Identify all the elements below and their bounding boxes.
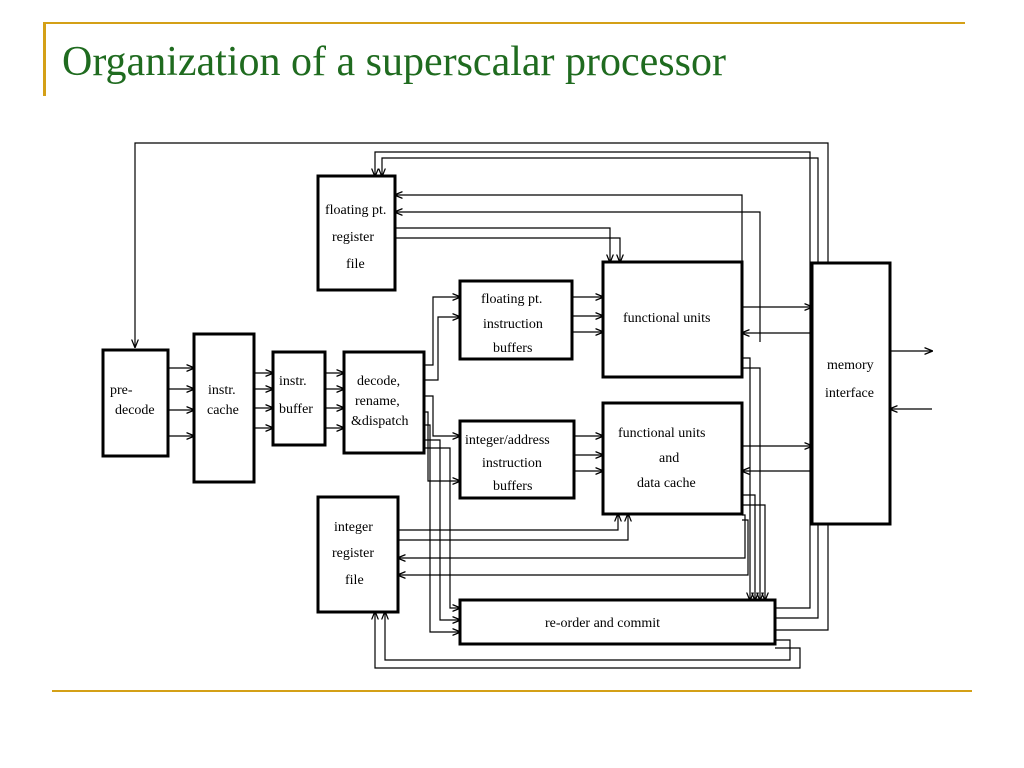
decode-label-2: &dispatch <box>351 414 409 429</box>
title-accent-line <box>43 22 965 24</box>
wire-dec-reorder-1 <box>424 424 460 632</box>
reorder-commit-label-0: re-order and commit <box>545 616 660 631</box>
wire-reorder-intreg-2 <box>375 612 801 669</box>
wire-fpreg-fu-1 <box>395 227 610 262</box>
wire-intfu-reorder-2 <box>742 504 765 600</box>
fp-instruction-buffers-label-1: instruction <box>483 317 543 332</box>
int-register-file-label-2: file <box>345 573 364 588</box>
decode-block: decode, rename, &dispatch <box>342 350 426 455</box>
wire-feedback-predecode <box>135 142 829 631</box>
predecode-block: pre- decode <box>101 348 170 458</box>
wire-reorder-fpreg-1 <box>375 151 811 609</box>
fp-instruction-buffers-block: floating pt. instruction buffers <box>458 279 574 361</box>
wire-intreg-intfu-1 <box>398 514 618 531</box>
decode-label-1: rename, <box>355 394 400 409</box>
ibuffer-label-1: buffer <box>279 402 313 417</box>
wire-intreg-intfu-2 <box>398 514 628 541</box>
footer-rule <box>52 690 972 692</box>
connection-wires <box>135 142 932 669</box>
int-instruction-buffers-label-2: buffers <box>493 479 532 494</box>
icache-label-1: cache <box>207 403 239 418</box>
int-register-file-label-1: register <box>332 546 374 561</box>
int-instruction-buffers-label-0: integer/address <box>465 433 550 448</box>
wire-dec-intbuf-1 <box>424 395 460 436</box>
wire-dec-fpbuf-1 <box>424 297 460 366</box>
icache-label-0: instr. <box>208 383 236 398</box>
int-register-file-block: integer register file <box>316 495 400 614</box>
wire-dec-fpbuf-2 <box>424 317 460 381</box>
fp-functional-units-block: functional units <box>601 260 744 379</box>
int-instruction-buffers-label-1: instruction <box>482 456 542 471</box>
fp-instruction-buffers-label-2: buffers <box>493 341 532 356</box>
fp-register-file-label-2: file <box>346 257 365 272</box>
decode-label-0: decode, <box>357 374 400 389</box>
title-accent-bar <box>43 22 46 96</box>
wire-dec-intbuf-2 <box>424 411 460 481</box>
reorder-commit-block: re-order and commit <box>458 598 777 646</box>
wire-intfu-intreg-2 <box>398 519 749 575</box>
fp-register-file-label-0: floating pt. <box>325 203 386 218</box>
wire-fu-fpreg-2 <box>395 212 761 342</box>
predecode-label-0: pre- <box>110 383 133 398</box>
fp-functional-units-label-0: functional units <box>623 311 711 326</box>
int-functional-units-label-1: and <box>659 451 679 466</box>
fp-instruction-buffers-label-0: floating pt. <box>481 292 542 307</box>
wire-reorder-fpreg-2 <box>382 157 819 619</box>
memory-interface-label-1: interface <box>825 386 874 401</box>
int-register-file-label-0: integer <box>334 520 373 535</box>
ibuffer-block: instr. buffer <box>271 350 327 447</box>
fp-register-file-label-1: register <box>332 230 374 245</box>
wire-dec-reorder-3 <box>424 447 460 608</box>
wire-reorder-intreg-1 <box>385 612 791 661</box>
int-functional-units-block: functional units and data cache <box>601 401 744 516</box>
int-functional-units-label-2: data cache <box>637 476 696 491</box>
wire-fpfu-reorder-1 <box>742 357 750 600</box>
fp-register-file-block: floating pt. register file <box>316 174 397 292</box>
slide-title: Organization of a superscalar processor <box>62 39 726 85</box>
wire-fpreg-fu-2 <box>395 237 620 262</box>
memory-interface-block: memory interface <box>810 261 892 526</box>
ibuffer-label-0: instr. <box>279 374 307 389</box>
icache-block: instr. cache <box>192 332 256 484</box>
wire-intfu-reorder-1 <box>742 494 755 600</box>
wire-fu-fpreg-1 <box>395 195 743 262</box>
int-functional-units-label-0: functional units <box>618 426 706 441</box>
wire-fpfu-reorder-2 <box>742 367 760 600</box>
int-instruction-buffers-block: integer/address instruction buffers <box>458 419 576 500</box>
memory-interface-label-0: memory <box>827 358 874 373</box>
predecode-label-1: decode <box>115 403 155 418</box>
